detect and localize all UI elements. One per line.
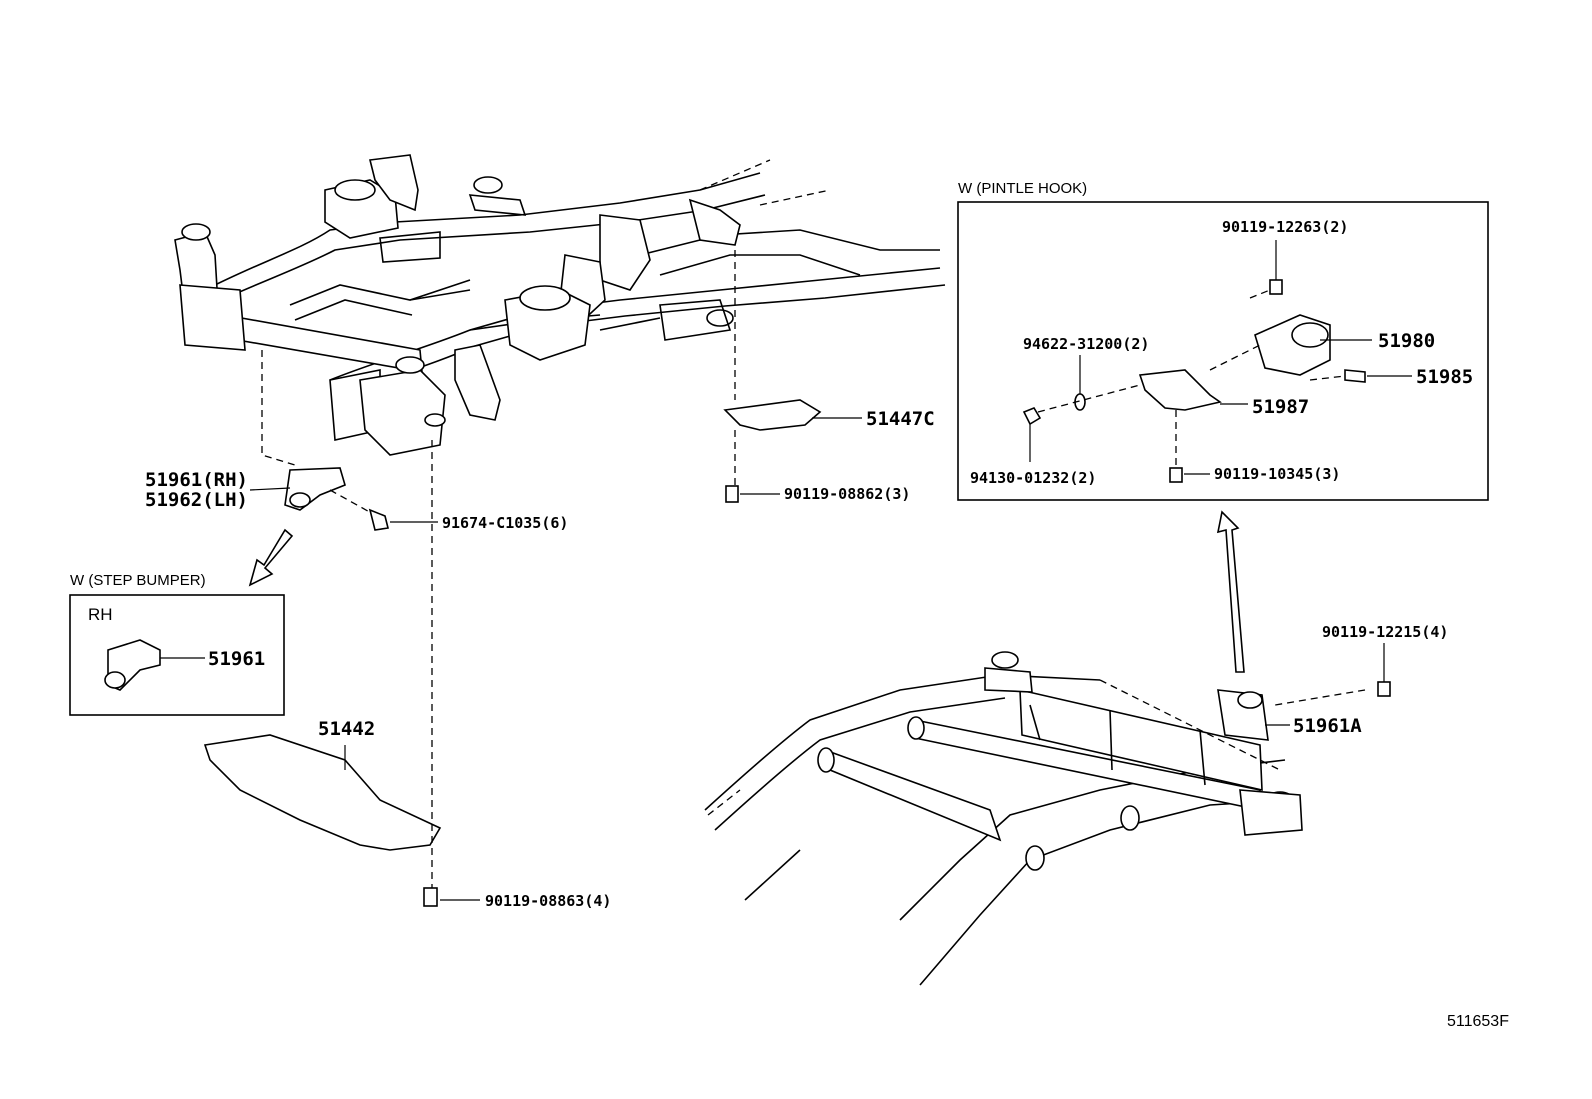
label-90119-12215: 90119-12215(4) [1322, 623, 1448, 641]
bolt-90119-08862-part [725, 485, 780, 503]
tow-hook-51961a-part [1217, 689, 1366, 741]
skid-plate-51447c-part [723, 250, 862, 485]
label-51447c: 51447C [866, 408, 935, 430]
bolt-90119-08863-part [423, 887, 480, 907]
pintle-hook-arrow [1216, 510, 1245, 673]
step-bumper-inset [69, 594, 285, 716]
rear-frame-assembly [704, 651, 1303, 986]
label-90119-10345: 90119-10345(3) [1214, 465, 1340, 483]
step-bumper-arrow [248, 528, 294, 587]
label-51442: 51442 [318, 718, 375, 740]
bolt-91674-part [368, 508, 438, 531]
label-90119-08863: 90119-08863(4) [485, 892, 611, 910]
label-51985: 51985 [1416, 366, 1473, 388]
label-94130-01232: 94130-01232(2) [970, 469, 1096, 487]
label-51961-step: 51961 [208, 648, 265, 670]
label-91674-c1035: 91674-C1035(6) [442, 514, 568, 532]
step-bumper-caption: W (STEP BUMPER) [70, 572, 206, 589]
label-51962-lh: 51962(LH) [145, 489, 248, 511]
front-frame-assembly [174, 154, 946, 456]
label-94622-31200: 94622-31200(2) [1023, 335, 1149, 353]
label-51980: 51980 [1378, 330, 1435, 352]
label-51961-rh: 51961(RH) [145, 469, 248, 491]
skid-plate-51442-part [203, 440, 442, 890]
diagram-id: 511653F [1447, 1013, 1509, 1030]
pintle-hook-inset [957, 201, 1489, 501]
label-51961a: 51961A [1293, 715, 1362, 737]
label-90119-12263: 90119-12263(2) [1222, 218, 1348, 236]
step-bumper-side: RH [88, 605, 113, 624]
bolt-90119-12215-part [1377, 643, 1391, 697]
tow-hook-bracket-part [249, 350, 376, 516]
label-51987: 51987 [1252, 396, 1309, 418]
pintle-hook-caption: W (PINTLE HOOK) [958, 180, 1087, 197]
label-90119-08862: 90119-08862(3) [784, 485, 910, 503]
